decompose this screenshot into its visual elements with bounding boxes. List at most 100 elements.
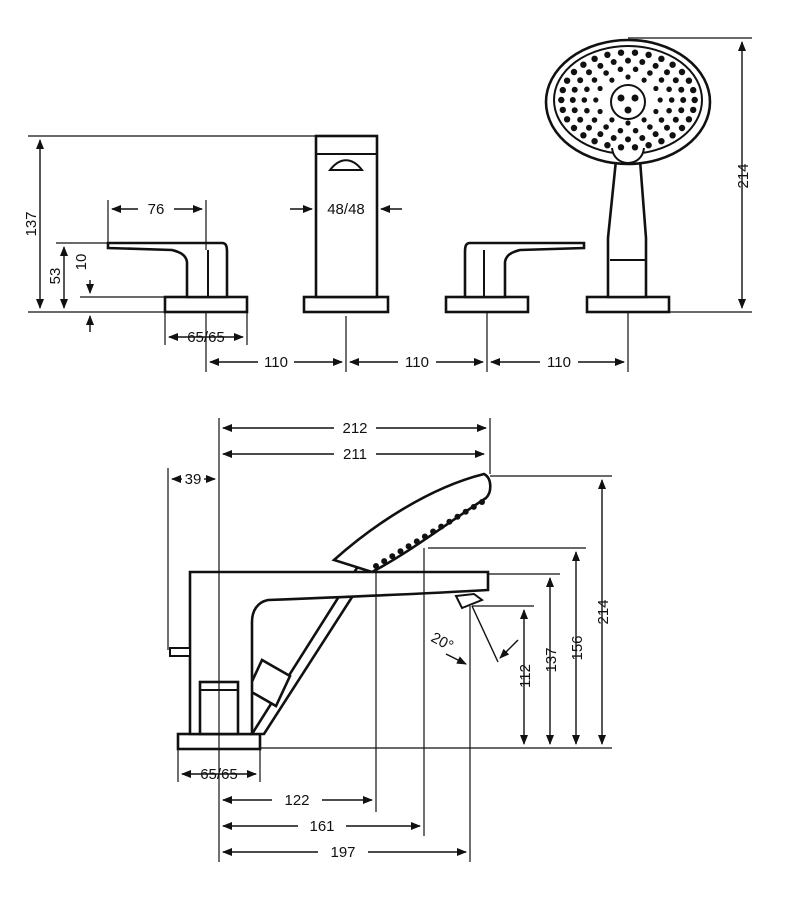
nozzle xyxy=(577,77,584,84)
nozzle xyxy=(658,55,665,62)
nozzle xyxy=(639,59,646,65)
dim-48-48: 48/48 xyxy=(327,201,365,218)
dim-112: 112 xyxy=(517,664,534,688)
nozzle xyxy=(685,77,693,84)
spout xyxy=(302,134,390,314)
nozzle xyxy=(678,124,686,132)
dim-137-top: 137 xyxy=(23,211,40,236)
nozzle xyxy=(586,124,592,131)
nozzle xyxy=(653,85,659,92)
nozzle xyxy=(672,116,679,123)
dim-76: 76 xyxy=(148,201,165,218)
dim-122: 122 xyxy=(284,792,309,809)
nozzle xyxy=(603,70,609,76)
nozzle xyxy=(609,117,615,123)
dim-65-65-side: 65/65 xyxy=(200,766,238,783)
nozzle xyxy=(658,138,665,145)
nozzle xyxy=(617,127,624,134)
nozzle xyxy=(617,144,625,151)
nozzle xyxy=(625,74,631,80)
nozzle xyxy=(668,97,675,103)
nozzle xyxy=(669,132,676,139)
nozzle xyxy=(570,124,578,132)
nozzle xyxy=(625,120,631,126)
left-valve xyxy=(106,241,249,314)
nozzle xyxy=(569,97,576,103)
nozzle xyxy=(669,61,676,68)
nozzle xyxy=(617,66,624,73)
nozzle xyxy=(558,96,565,104)
nozzle xyxy=(597,62,604,69)
nozzle xyxy=(603,124,609,130)
nozzle xyxy=(563,77,571,84)
nozzle xyxy=(597,108,603,115)
nozzle xyxy=(690,106,697,114)
nozzle xyxy=(571,86,578,93)
side-nozzle xyxy=(413,538,420,545)
nozzle xyxy=(604,51,611,58)
nozzle xyxy=(617,49,625,56)
dim-214-side: 214 xyxy=(595,599,612,624)
dim-197: 197 xyxy=(330,844,355,861)
side-nozzle xyxy=(470,503,477,510)
nozzle xyxy=(690,86,697,94)
nozzle xyxy=(645,142,652,149)
nozzle xyxy=(645,51,652,58)
nozzle xyxy=(641,117,647,123)
nozzle xyxy=(581,97,588,103)
nozzle xyxy=(577,116,584,123)
side-nozzle xyxy=(462,508,469,515)
nozzle xyxy=(647,70,653,76)
nozzle xyxy=(639,135,646,141)
nozzle xyxy=(631,49,639,56)
nozzle xyxy=(678,107,685,114)
nozzle xyxy=(632,66,639,73)
nozzle xyxy=(584,86,590,93)
nozzle xyxy=(658,77,665,83)
dim-110-a: 110 xyxy=(264,354,288,371)
nozzle xyxy=(625,136,631,143)
nozzle xyxy=(647,124,653,130)
nozzle xyxy=(591,138,598,145)
nozzle xyxy=(680,97,687,103)
nozzle xyxy=(570,68,578,76)
dim-39: 39 xyxy=(185,471,202,488)
front-elevation: 76 48/48 137 53 10 65/65 110 110 110 214 xyxy=(23,37,752,372)
dim-156: 156 xyxy=(569,635,586,660)
nozzle xyxy=(666,86,672,93)
front-dimension-lines xyxy=(28,37,752,372)
dim-212: 212 xyxy=(342,420,367,437)
nozzle xyxy=(631,144,639,151)
side-nozzle xyxy=(454,513,461,520)
nozzle xyxy=(678,86,685,93)
nozzle xyxy=(685,116,693,123)
dim-214-top: 214 xyxy=(735,163,752,188)
nozzle xyxy=(652,62,659,69)
dim-20-degrees: 20° xyxy=(428,629,456,655)
side-nozzle xyxy=(405,543,412,550)
nozzle xyxy=(586,69,592,76)
dim-161: 161 xyxy=(309,818,334,835)
nozzle xyxy=(609,77,615,83)
nozzle xyxy=(658,117,665,123)
nozzle xyxy=(678,68,686,76)
nozzle xyxy=(653,108,659,115)
dim-110-c: 110 xyxy=(547,354,571,371)
nozzle xyxy=(641,77,647,83)
nozzle xyxy=(571,107,578,114)
nozzle xyxy=(563,116,571,123)
side-nozzle xyxy=(438,523,445,530)
nozzle xyxy=(604,142,611,149)
nozzle xyxy=(591,55,598,62)
side-nozzle xyxy=(381,558,388,565)
side-elevation: 212 211 39 214 156 137 112 20° 65/65 122… xyxy=(167,418,612,862)
dim-110-b: 110 xyxy=(405,354,429,371)
dim-137-side: 137 xyxy=(543,647,560,672)
dim-65-65-top: 65/65 xyxy=(187,329,225,346)
dim-211: 211 xyxy=(343,446,367,463)
nozzle xyxy=(672,77,679,84)
nozzle xyxy=(664,124,670,131)
nozzle xyxy=(625,57,631,64)
nozzle xyxy=(591,117,598,123)
